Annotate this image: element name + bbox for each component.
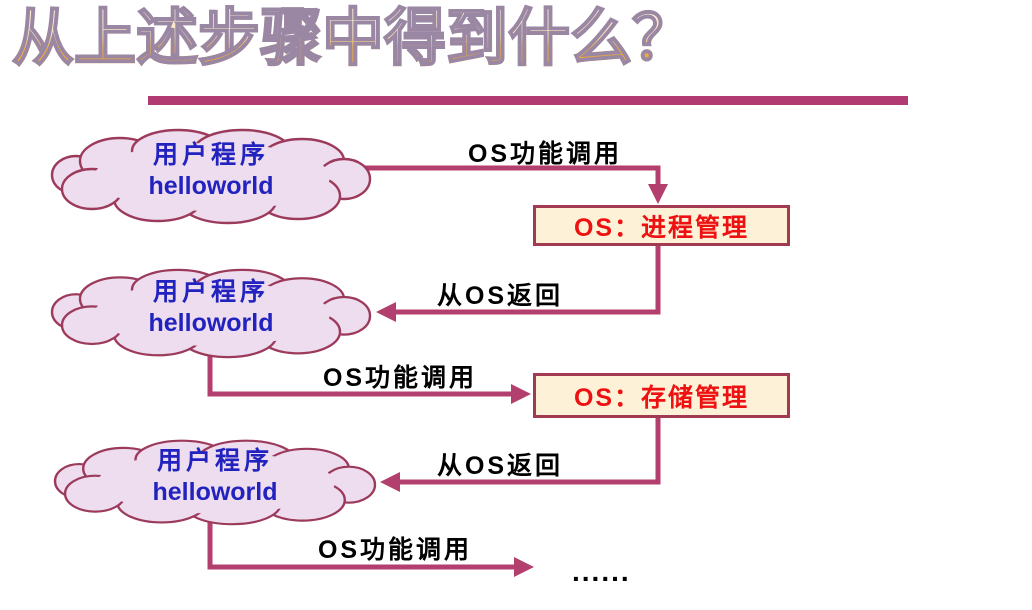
arrow-line: [207, 348, 514, 397]
title-underline: [148, 96, 908, 105]
cloud-label-en: helloworld: [148, 172, 274, 200]
arrow-os-return-1: [376, 246, 661, 322]
arrow-os-call-3: [207, 520, 534, 577]
os-box-label: OS：存储管理: [573, 383, 750, 412]
arrowhead-down-icon: [648, 184, 668, 204]
arrow-line: [392, 246, 661, 315]
arrow-label-os-return-2: 从OS返回: [436, 452, 564, 480]
cloud-user-program-1: 用户程序 helloworld: [50, 127, 372, 225]
cloud-shape-icon: [53, 439, 377, 526]
arrow-line: [396, 418, 661, 485]
cloud-label-en: helloworld: [152, 478, 278, 506]
arrow-label-os-call-3: OS功能调用: [317, 536, 473, 564]
cloud-text: 用户程序 helloworld: [50, 267, 372, 359]
arrow-os-call-2: [207, 348, 531, 404]
cloud-label-cn: 用户程序: [156, 448, 273, 475]
cloud-label-cn: 用户程序: [152, 279, 269, 306]
arrow-label-os-return-1: 从OS返回: [436, 282, 564, 310]
arrowhead-left-icon: [380, 472, 400, 492]
cloud-shape-icon: [50, 128, 372, 225]
ellipsis-text: ......: [572, 556, 631, 587]
arrow-line: [207, 520, 517, 570]
arrow-label-os-call-1: OS功能调用: [467, 140, 623, 168]
cloud-user-program-2: 用户程序 helloworld: [50, 267, 372, 359]
os-box-storage-management: OS：存储管理: [533, 373, 790, 418]
page-title: 从上述步骤中得到什么？: [11, 2, 695, 76]
cloud-label-en: helloworld: [148, 309, 274, 337]
arrowhead-left-icon: [376, 302, 396, 322]
arrow-line: [360, 165, 661, 188]
cloud-text: 用户程序 helloworld: [53, 438, 377, 526]
cloud-label-cn: 用户程序: [152, 142, 269, 169]
cloud-shape-icon: [50, 268, 372, 359]
cloud-user-program-3: 用户程序 helloworld: [53, 438, 377, 526]
os-box-process-management: OS：进程管理: [533, 205, 790, 246]
os-box-label: OS：进程管理: [573, 213, 750, 242]
arrow-os-call-1: [360, 165, 668, 204]
arrow-label-os-call-2: OS功能调用: [322, 364, 478, 392]
arrowhead-right-icon: [511, 384, 531, 404]
arrowhead-right-icon: [514, 557, 534, 577]
cloud-text: 用户程序 helloworld: [50, 127, 372, 225]
arrow-os-return-2: [380, 418, 661, 492]
